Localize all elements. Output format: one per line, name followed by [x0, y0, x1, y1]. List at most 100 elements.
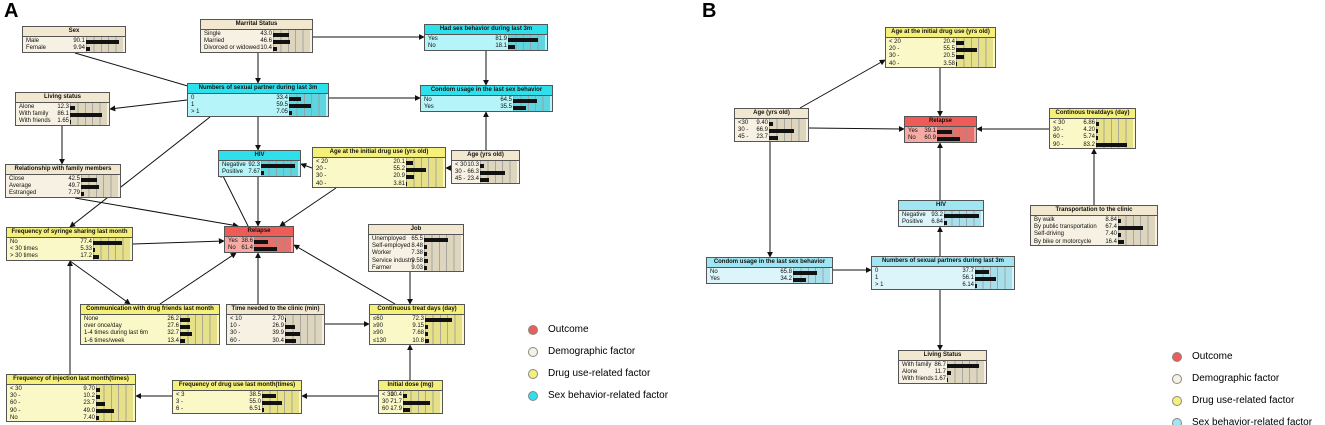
state-label: 10 -: [230, 323, 241, 330]
probability-bar: [180, 331, 193, 337]
state-label: Male: [26, 38, 40, 44]
state-label: Female: [26, 45, 47, 52]
node-a-freq: Frequency of drug use last month(times)<…: [172, 380, 302, 414]
state-label: Worker: [372, 250, 392, 257]
state-label: over once/day: [84, 323, 122, 330]
state-row: 45 -23.7: [735, 134, 808, 141]
state-value: 10.8: [412, 337, 424, 344]
node-b-ageinit: Age at the initial drug use (yrs old)< 2…: [885, 27, 996, 68]
state-row: 3 -55.0: [173, 399, 301, 406]
state-value: 7.05: [276, 109, 288, 116]
edge-arrow: [69, 116, 211, 228]
state-row: 40 -3.58: [886, 60, 995, 67]
node-a-ageinit: Age at the initial drug use (yrs old)< 2…: [312, 147, 446, 188]
state-label: Yes: [908, 128, 918, 134]
state-row: 45 -23.4: [452, 176, 519, 183]
node-title: HIV: [899, 201, 983, 211]
state-row: 90 -83.2: [1050, 141, 1135, 148]
node-title: Age (yrs old): [735, 109, 808, 119]
state-value: 93.2: [931, 212, 943, 218]
legend-label: Outcome: [1192, 351, 1233, 362]
state-value: 39.1: [924, 128, 936, 134]
node-title: Had sex behavior during last 3m: [425, 25, 547, 35]
probability-bar: [96, 401, 105, 407]
state-value: 6.51: [249, 406, 261, 413]
state-label: No: [424, 97, 432, 103]
state-label: ≤60: [373, 316, 383, 322]
legend-swatch: [528, 347, 538, 357]
state-label: < 20: [316, 159, 328, 165]
state-label: 90 -: [1053, 141, 1064, 148]
probability-bar: [261, 163, 296, 168]
node-title: Sex: [23, 27, 125, 37]
state-label: By bike or motorcycle: [1034, 238, 1092, 245]
state-row: Yes 39.1: [905, 128, 976, 135]
legend-swatch: [1172, 396, 1182, 406]
state-label: < 3: [176, 392, 185, 398]
state-row: 20 -55.5: [886, 46, 995, 53]
state-value: 23.7: [83, 400, 95, 407]
state-label: 30 -: [10, 393, 21, 400]
state-value: 16.4: [1105, 238, 1117, 245]
state-value: 1.65: [57, 118, 69, 125]
probability-bar: [273, 46, 277, 52]
legend-label: Drug use-related factor: [548, 368, 651, 379]
state-row: 60 -23.7: [7, 400, 135, 407]
state-value: 77.4: [80, 239, 92, 245]
node-title: Age at the initial drug use (yrs old): [886, 28, 995, 38]
state-value: 6.86: [1083, 120, 1095, 126]
state-label: 0: [191, 95, 195, 101]
state-value: 72.3: [412, 316, 424, 322]
legend-swatch: [528, 325, 538, 335]
state-value: 92.3: [248, 162, 260, 168]
state-row: 30 -20.5: [886, 53, 995, 60]
state-label: Positive: [222, 169, 244, 176]
state-label: None: [84, 316, 99, 322]
probability-bar: [180, 324, 191, 329]
state-value: 3.58: [943, 60, 955, 67]
state-value: 20.1: [393, 159, 405, 165]
state-label: Yes: [424, 104, 434, 111]
node-title: Relationship with family members: [6, 165, 120, 175]
state-row: 60 -17.9: [379, 406, 442, 413]
state-label: Married: [204, 38, 225, 45]
state-value: 55.0: [249, 399, 261, 406]
state-value: 5.33: [80, 246, 92, 253]
probability-bar: [937, 129, 952, 134]
probability-bar: [975, 283, 978, 289]
state-value: 9.15: [412, 323, 424, 330]
state-value: 9.94: [73, 45, 85, 52]
legend-label: Sex behavior-related factor: [1192, 417, 1313, 425]
state-label: <30: [738, 120, 749, 126]
state-row: 30 -66.9: [735, 127, 808, 134]
probability-bar: [424, 244, 428, 249]
edge-arrow: [293, 244, 396, 305]
state-value: 66.9: [756, 127, 768, 134]
state-label: 45 -: [455, 176, 466, 183]
state-label: 20 -: [889, 46, 900, 53]
state-label: No: [428, 43, 436, 50]
state-label: Alone: [19, 104, 35, 110]
